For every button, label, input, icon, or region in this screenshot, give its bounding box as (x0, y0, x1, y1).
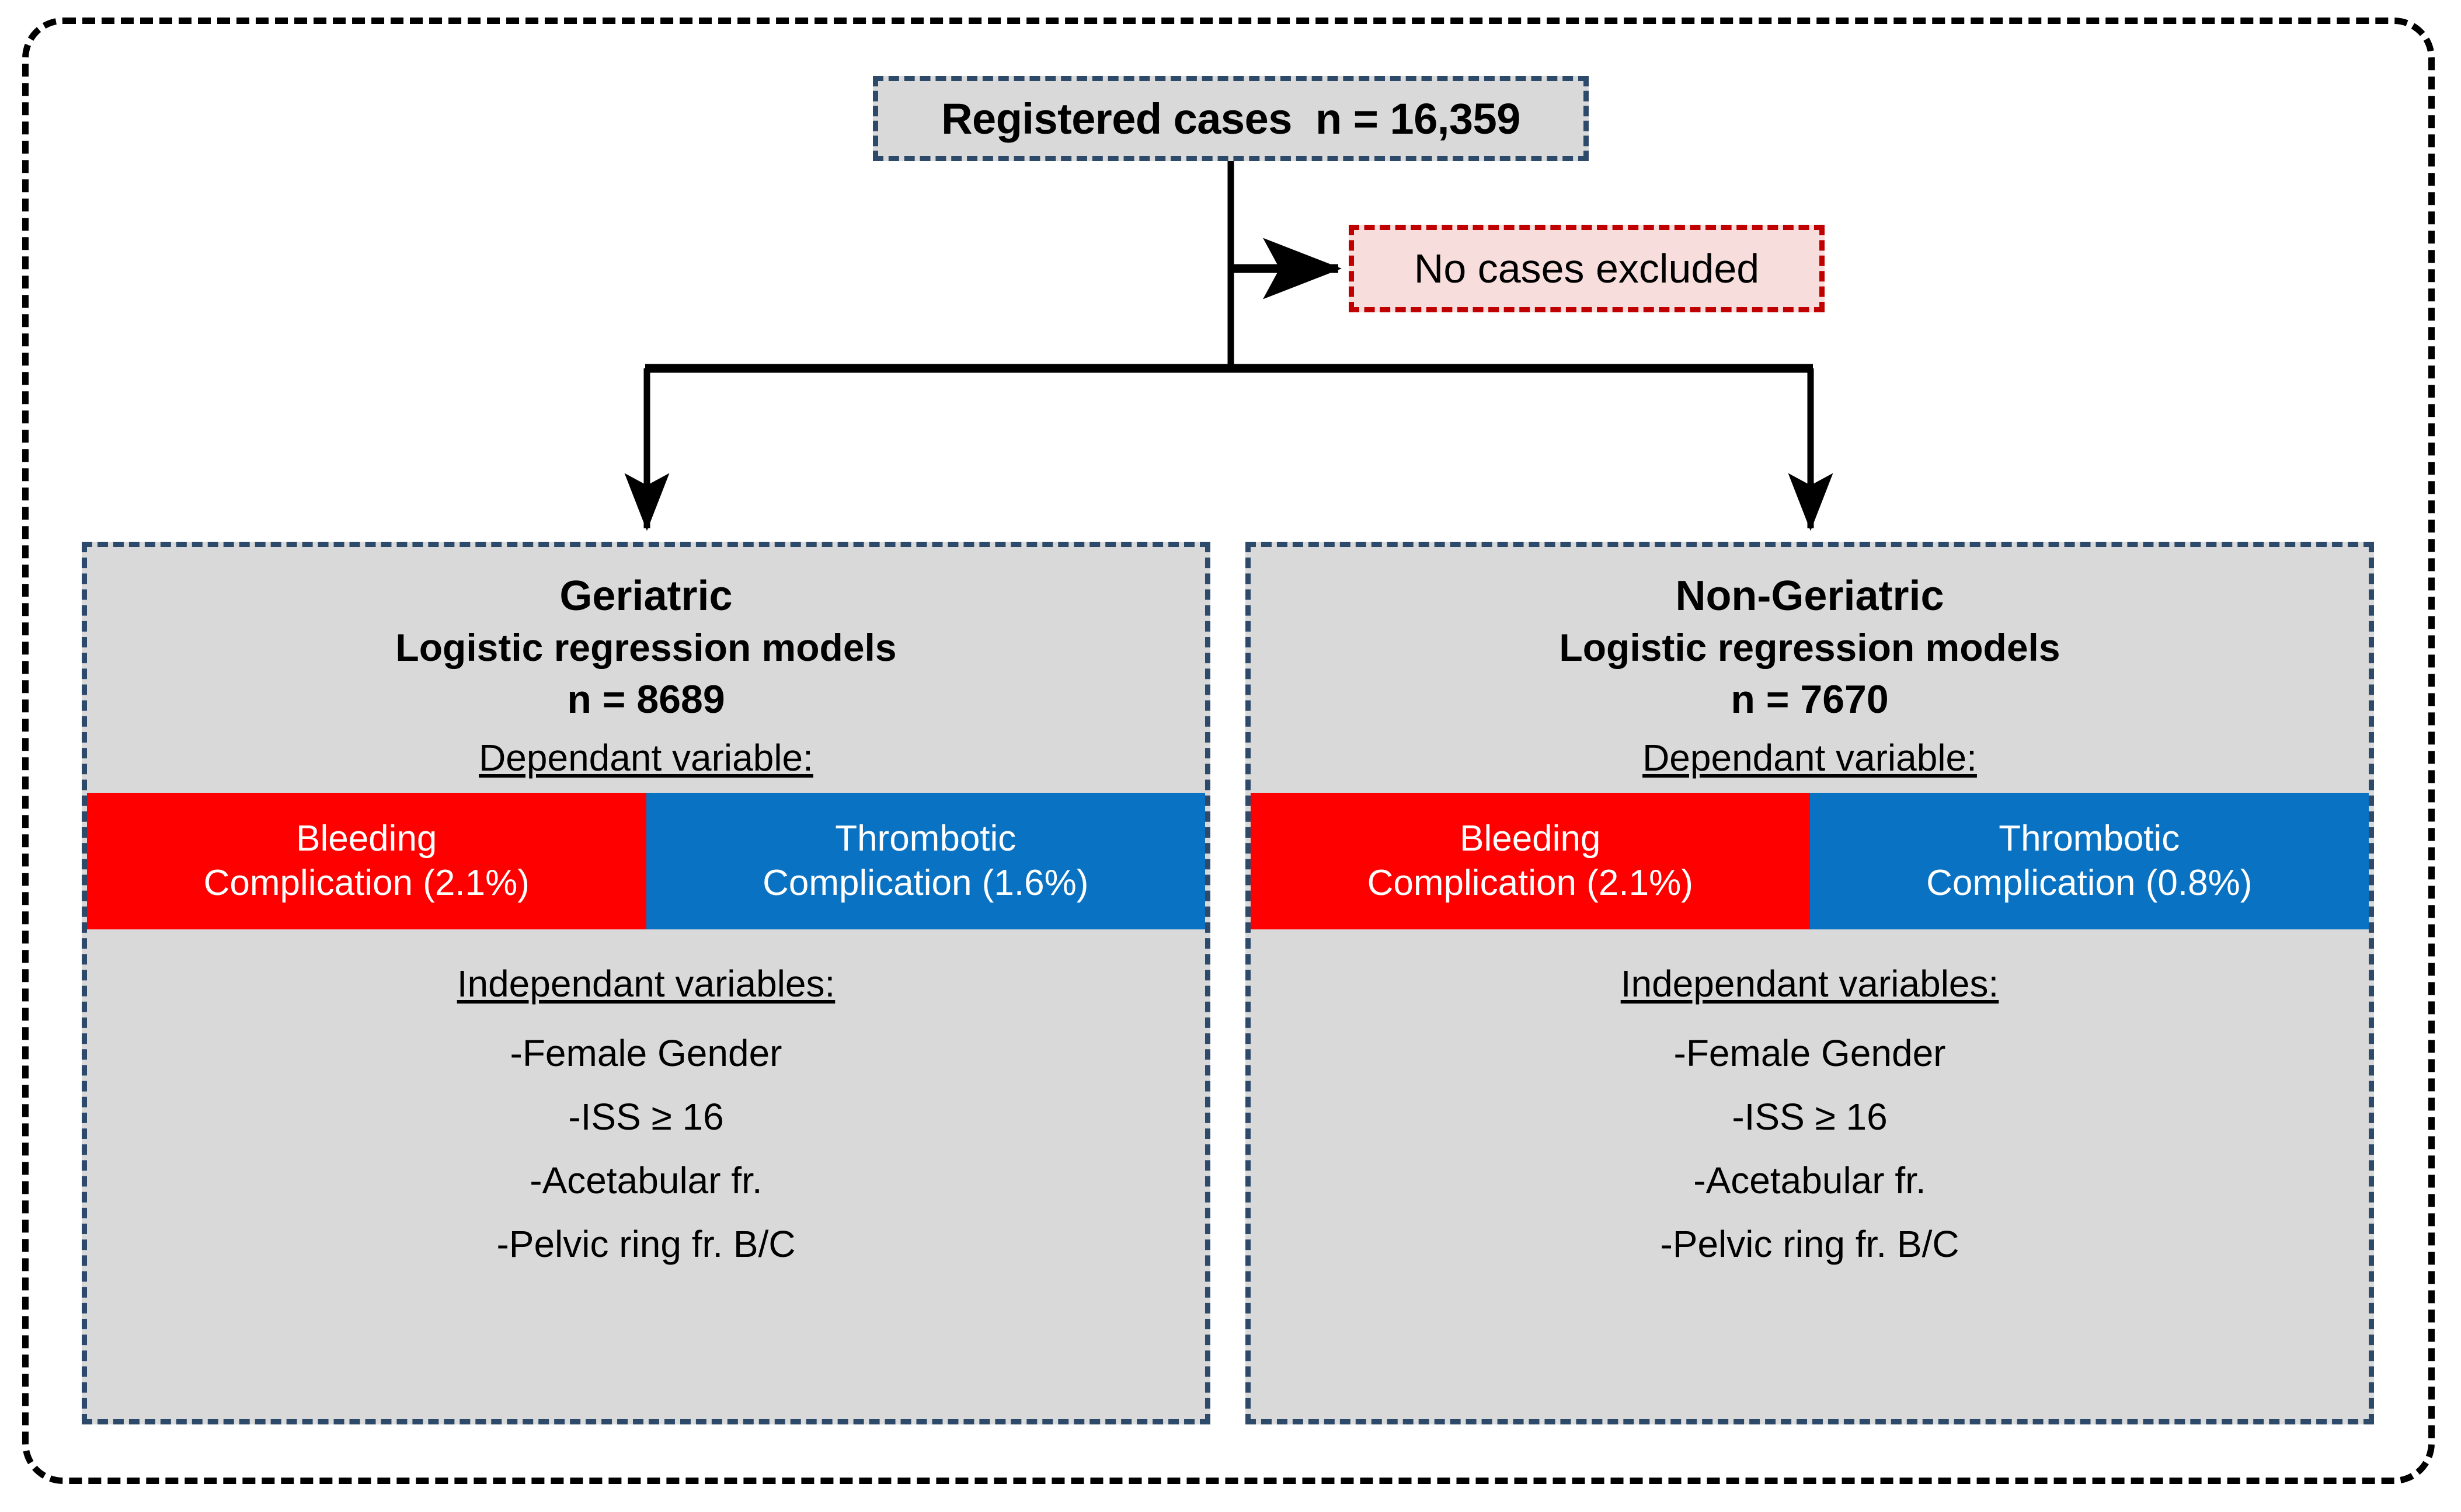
group-model-geriatric: Logistic regression models (395, 626, 897, 670)
outcome-bar-thrombotic-geriatric: Thrombotic Complication (1.6%) (646, 792, 1205, 929)
outcome-name-bleeding-non-geriatric: Bleeding (1460, 818, 1601, 859)
dependent-variable-heading-non-geriatric: Dependant variable: (1642, 736, 1977, 779)
group-sample-size-geriatric: n = 8689 (567, 677, 725, 722)
group-name-non-geriatric: Non-Geriatric (1675, 573, 1944, 619)
no-cases-excluded-label: No cases excluded (1414, 246, 1760, 291)
independent-variable-item: -ISS ≥ 16 (568, 1096, 724, 1138)
dependent-variable-heading-geriatric: Dependant variable: (479, 736, 813, 779)
diagram-outer-frame (22, 18, 2435, 1484)
group-panel-non-geriatric: Non-Geriatric Logistic regression models… (1245, 542, 2374, 1424)
independent-variable-item: -ISS ≥ 16 (1732, 1096, 1888, 1138)
outcome-bars-geriatric: Bleeding Complication (2.1%) Thrombotic … (87, 792, 1205, 929)
panel-header-non-geriatric: Non-Geriatric Logistic regression models… (1251, 547, 2369, 782)
group-name-geriatric: Geriatric (559, 573, 733, 619)
registered-cases-label: Registered cases n = 16,359 (941, 94, 1520, 143)
independent-variable-item: -Pelvic ring fr. B/C (496, 1223, 796, 1266)
independent-variables-heading-geriatric: Independant variables: (457, 962, 836, 1005)
outcome-detail-bleeding-geriatric: Complication (2.1%) (203, 862, 530, 903)
independent-variable-item: -Acetabular fr. (530, 1159, 763, 1202)
outcome-detail-thrombotic-geriatric: Complication (1.6%) (763, 862, 1089, 903)
independent-variable-item: -Female Gender (510, 1032, 782, 1075)
independent-variable-item: -Female Gender (1673, 1032, 1946, 1075)
no-cases-excluded-box: No cases excluded (1349, 225, 1825, 312)
outcome-name-bleeding-geriatric: Bleeding (296, 818, 437, 859)
panel-header-geriatric: Geriatric Logistic regression models n =… (87, 547, 1205, 782)
outcome-name-thrombotic-geriatric: Thrombotic (835, 818, 1017, 859)
outcome-bar-bleeding-non-geriatric: Bleeding Complication (2.1%) (1251, 792, 1810, 929)
group-panel-geriatric: Geriatric Logistic regression models n =… (82, 542, 1210, 1424)
outcome-detail-bleeding-non-geriatric: Complication (2.1%) (1367, 862, 1693, 903)
group-sample-size-non-geriatric: n = 7670 (1731, 677, 1889, 722)
outcome-name-thrombotic-non-geriatric: Thrombotic (1999, 818, 2180, 859)
registered-cases-box: Registered cases n = 16,359 (873, 76, 1589, 161)
independent-variables-heading-non-geriatric: Independant variables: (1620, 962, 1999, 1005)
group-model-non-geriatric: Logistic regression models (1559, 626, 2060, 670)
outcome-bar-thrombotic-non-geriatric: Thrombotic Complication (0.8%) (1809, 792, 2369, 929)
outcome-detail-thrombotic-non-geriatric: Complication (0.8%) (1926, 862, 2253, 903)
independent-variables-non-geriatric: Independant variables: -Female Gender -I… (1251, 929, 2369, 1263)
outcome-bar-bleeding-geriatric: Bleeding Complication (2.1%) (87, 792, 646, 929)
independent-variable-item: -Pelvic ring fr. B/C (1660, 1223, 1959, 1266)
outcome-bars-non-geriatric: Bleeding Complication (2.1%) Thrombotic … (1251, 792, 2369, 929)
independent-variable-item: -Acetabular fr. (1693, 1159, 1926, 1202)
independent-variables-geriatric: Independant variables: -Female Gender -I… (87, 929, 1205, 1263)
